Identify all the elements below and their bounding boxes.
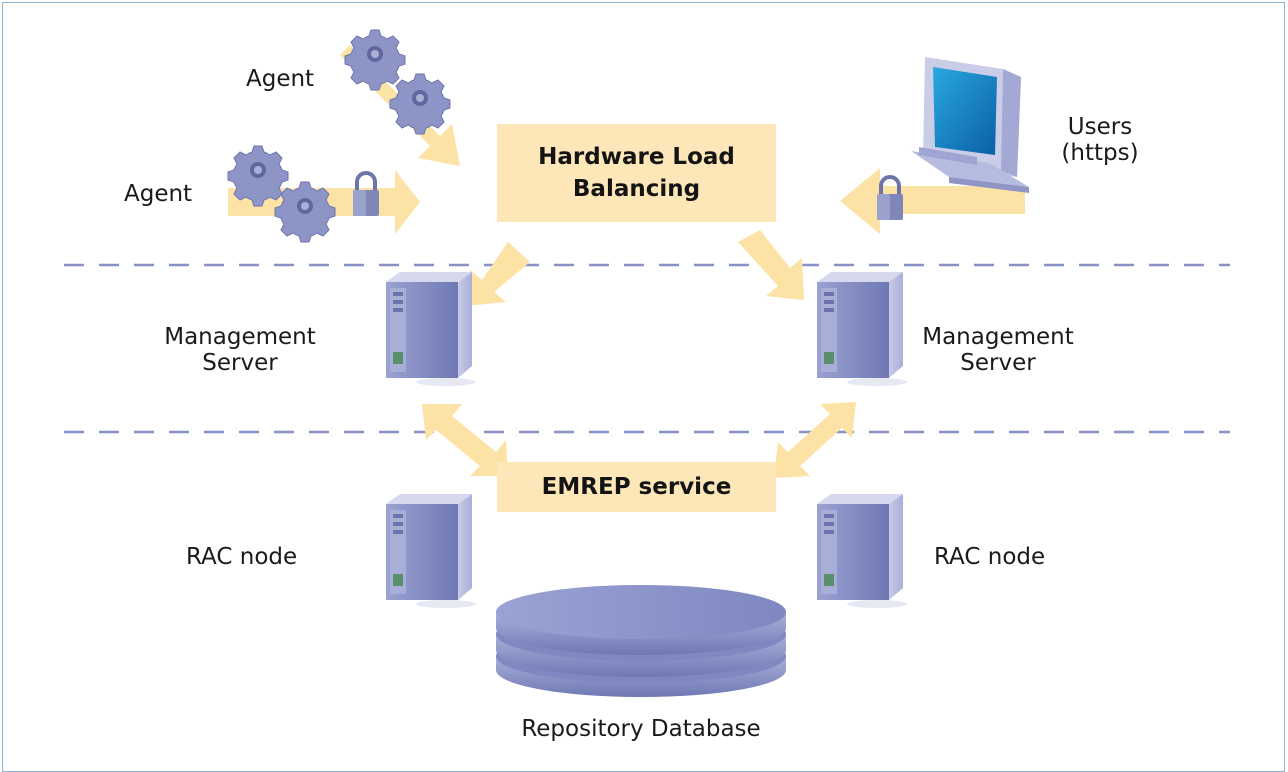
repository-database-label: Repository Database [521,716,761,742]
mgmt-right-line-1: Management [922,324,1074,350]
agent-bottom-label: Agent [124,181,193,207]
database-icon [496,585,786,697]
users-label-line-1: Users [1067,114,1133,140]
left-bidirectional-arrow [422,404,508,476]
rac-node-left-label: RAC node [186,544,298,570]
load-balancer-line-2: Balancing [572,176,701,202]
gear-icon [344,29,406,91]
server-icon [386,272,476,386]
load-balancer-line-1: Hardware Load [538,144,735,170]
lb-to-right-server-arrow [738,230,804,300]
server-icon [386,494,476,608]
gear-icon [227,145,289,207]
right-bidirectional-arrow [774,402,856,478]
lock-icon [351,171,381,218]
emrep-service-label: EMREP service [541,474,732,500]
agent-top-label: Agent [246,66,315,92]
server-icon [817,272,907,386]
mgmt-left-line-2: Server [202,350,278,376]
desktop-computer-icon [911,57,1029,193]
lock-icon [875,175,905,222]
gear-icon [389,73,451,135]
rac-node-right-label: RAC node [934,544,1046,570]
users-label-line-2: (https) [1061,140,1139,166]
management-server-right-label: Management Server [908,324,1088,376]
mgmt-left-line-1: Management [164,324,316,350]
hardware-load-balancing-box: Hardware Load Balancing [497,124,776,222]
users-label: Users (https) [1040,114,1160,166]
server-icon [817,494,907,608]
gear-icon [274,181,336,243]
users-arrow [840,168,1025,234]
management-server-left-label: Management Server [150,324,330,376]
emrep-service-box: EMREP service [497,462,776,512]
lb-to-left-server-arrow [466,242,530,306]
mgmt-right-line-2: Server [960,350,1036,376]
